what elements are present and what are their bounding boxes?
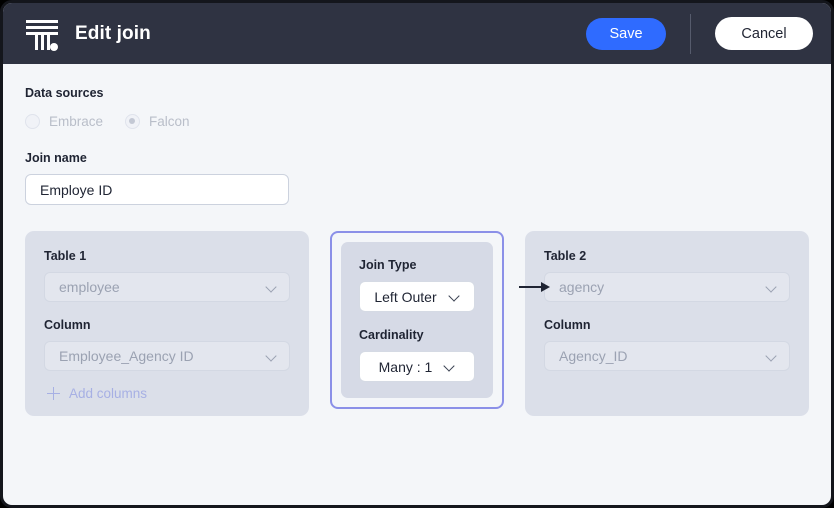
connector-arrow-icon: [541, 282, 550, 292]
join-type-label: Join Type: [359, 258, 417, 272]
radio-option-embrace[interactable]: Embrace: [25, 114, 103, 129]
join-builder-row: Table 1 employee Column Employee_Agency …: [25, 231, 809, 416]
thoughtspot-logo-icon: [25, 16, 59, 52]
chevron-down-icon: [766, 282, 777, 293]
data-sources-label: Data sources: [25, 86, 104, 100]
plus-icon: [47, 387, 60, 400]
join-name-label: Join name: [25, 151, 87, 165]
table-2-label: Table 2: [544, 249, 587, 263]
radio-circle-selected-icon: [125, 114, 141, 129]
save-button[interactable]: Save: [586, 17, 666, 50]
chevron-down-icon: [444, 361, 455, 372]
join-config-card-selected[interactable]: Join Type Left Outer Cardinality Many : …: [330, 231, 504, 409]
table-2-column-label: Column: [544, 318, 591, 332]
cardinality-select[interactable]: Many : 1: [359, 351, 475, 382]
table-2-column-value: Agency_ID: [559, 348, 628, 364]
join-type-value: Left Outer: [374, 288, 437, 305]
join-config-card: Join Type Left Outer Cardinality Many : …: [341, 242, 493, 398]
table-2-column-select[interactable]: Agency_ID: [544, 341, 790, 371]
table-1-column-label: Column: [44, 318, 91, 332]
cancel-button[interactable]: Cancel: [715, 17, 813, 50]
radio-option-falcon[interactable]: Falcon: [125, 114, 190, 129]
cardinality-value: Many : 1: [378, 358, 433, 375]
radio-label-falcon: Falcon: [149, 114, 190, 129]
app-header: Edit join Save Cancel: [3, 3, 831, 64]
chevron-down-icon: [449, 291, 460, 302]
table-2-card: Table 2 agency Column Agency_ID: [525, 231, 809, 416]
radio-label-embrace: Embrace: [49, 114, 104, 129]
table-1-select-value: employee: [59, 279, 120, 295]
header-divider: [690, 13, 691, 54]
page-title: Edit join: [75, 22, 151, 44]
radio-circle-icon: [25, 114, 40, 129]
cardinality-label: Cardinality: [359, 328, 424, 342]
data-sources-radio-group: Embrace Falcon: [25, 114, 809, 129]
table-1-column-select[interactable]: Employee_Agency ID: [44, 341, 290, 371]
table-1-card: Table 1 employee Column Employee_Agency …: [25, 231, 309, 416]
connector-line-right: [519, 286, 545, 288]
chevron-down-icon: [766, 351, 777, 362]
chevron-down-icon: [266, 282, 277, 293]
table-1-select[interactable]: employee: [44, 272, 290, 302]
chevron-down-icon: [266, 351, 277, 362]
table-1-column-value: Employee_Agency ID: [59, 348, 194, 364]
join-name-input[interactable]: [25, 174, 289, 205]
table-2-select-value: agency: [559, 279, 605, 295]
add-columns-label: Add columns: [69, 386, 148, 401]
add-columns-button[interactable]: Add columns: [44, 386, 290, 401]
edit-join-body: Data sources Embrace Falcon Join name Ta…: [3, 64, 831, 505]
join-type-select[interactable]: Left Outer: [359, 281, 475, 312]
table-1-label: Table 1: [44, 249, 87, 263]
